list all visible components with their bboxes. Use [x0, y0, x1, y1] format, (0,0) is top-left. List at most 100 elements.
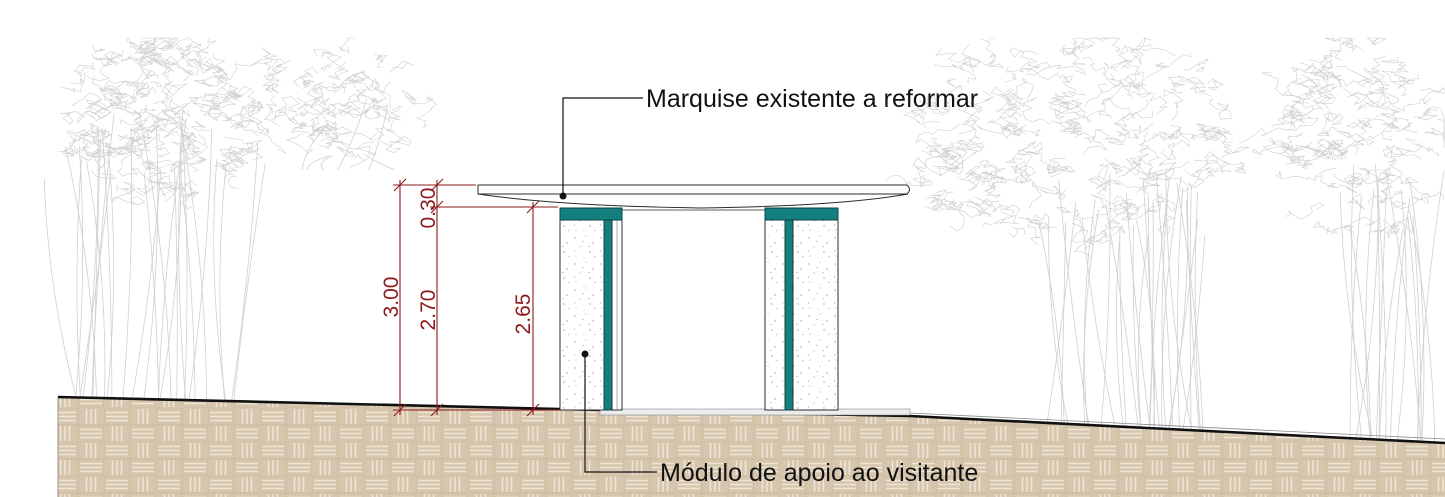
- tree-foliage-stroke: [1301, 74, 1319, 98]
- tree-foliage-stroke: [1060, 100, 1080, 109]
- tree-foliage-stroke: [1285, 202, 1325, 220]
- tree-foliage-stroke: [1102, 73, 1129, 101]
- tree-foliage-stroke: [1381, 112, 1418, 134]
- tree-trunk-stroke: [178, 117, 207, 401]
- tree-foliage-stroke: [338, 105, 380, 119]
- tree-foliage-stroke: [1055, 207, 1073, 213]
- tree-foliage-stroke: [1144, 52, 1191, 80]
- tree-foliage-stroke: [176, 155, 207, 166]
- tree-foliage-stroke: [183, 132, 197, 147]
- tree-foliage-stroke: [110, 92, 128, 108]
- tree-trunk-stroke: [1339, 192, 1375, 446]
- tree-foliage-stroke: [1374, 88, 1386, 108]
- tree-foliage-stroke: [218, 145, 238, 168]
- tree-foliage-stroke: [1381, 114, 1399, 141]
- tree-foliage-stroke: [220, 146, 244, 173]
- tree-foliage-stroke: [910, 99, 946, 119]
- tree-foliage-stroke: [1304, 141, 1333, 160]
- tree-foliage-stroke: [981, 215, 1019, 229]
- tree-trunk-stroke: [363, 153, 396, 171]
- tree-foliage-stroke: [1136, 99, 1153, 119]
- tree-foliage-stroke: [1315, 139, 1344, 156]
- tree-foliage-stroke: [313, 48, 342, 72]
- tree-foliage-stroke: [1130, 47, 1176, 66]
- tree-foliage-stroke: [1103, 61, 1124, 74]
- tree-foliage-stroke: [1062, 75, 1087, 97]
- canopy-leader: [562, 97, 643, 196]
- tree-foliage-stroke: [1116, 155, 1142, 178]
- tree-foliage-stroke: [1414, 105, 1445, 131]
- tree-foliage-stroke: [178, 95, 224, 111]
- tree-foliage-stroke: [311, 120, 341, 140]
- tree-foliage-stroke: [1221, 146, 1250, 159]
- tree-foliage-stroke: [1317, 142, 1359, 154]
- canopy-callout: Marquise existente a reformar: [646, 85, 978, 113]
- tree-foliage-stroke: [1289, 111, 1319, 132]
- tree-foliage-stroke: [1005, 96, 1022, 117]
- tree-foliage-stroke: [58, 135, 79, 156]
- tree-trunk-stroke: [301, 123, 330, 171]
- tree-foliage-stroke: [958, 109, 981, 152]
- canopy-underside: [477, 193, 909, 209]
- tree-foliage-stroke: [1332, 172, 1363, 189]
- tree-foliage-stroke: [991, 203, 1021, 217]
- tree-foliage-stroke: [1322, 102, 1344, 126]
- tree-foliage-stroke: [1143, 127, 1193, 143]
- tree-trunk-stroke: [159, 136, 182, 401]
- tree-trunk-stroke: [1351, 164, 1363, 446]
- dim-canopy-thickness: 0.30: [417, 188, 440, 229]
- tree-foliage-stroke: [969, 174, 983, 189]
- tree-foliage-stroke: [970, 197, 998, 214]
- tree-foliage-stroke: [148, 126, 175, 139]
- left-wall-column: [603, 219, 613, 411]
- tree-trunk-stroke: [1409, 181, 1425, 446]
- tree-trunk-stroke: [101, 127, 113, 401]
- tree-foliage-stroke: [1085, 37, 1120, 44]
- tree-foliage-stroke: [144, 42, 174, 52]
- tree-foliage-stroke: [1113, 195, 1131, 221]
- tree-trunk-stroke: [178, 163, 196, 401]
- tree-foliage-stroke: [164, 75, 188, 91]
- tree-foliage-stroke: [220, 61, 269, 81]
- background-trees: [43, 37, 1445, 446]
- canopy: [477, 184, 910, 209]
- tree-foliage-stroke: [1052, 92, 1073, 98]
- tree-foliage-stroke: [1073, 235, 1095, 257]
- tree-trunk-stroke: [1186, 200, 1200, 433]
- tree-foliage-stroke: [968, 172, 996, 191]
- tree-foliage-stroke: [174, 106, 191, 118]
- tree-foliage-stroke: [964, 90, 994, 114]
- tree-foliage-stroke: [71, 92, 121, 110]
- tree-foliage-stroke: [1406, 138, 1440, 157]
- tree-foliage-stroke: [117, 129, 145, 143]
- tree-foliage-stroke: [1004, 72, 1017, 83]
- tree-foliage-stroke: [1051, 109, 1082, 124]
- tree-trunk-stroke: [1161, 176, 1182, 433]
- dim-tick: [430, 403, 444, 417]
- tree-foliage-stroke: [1252, 145, 1303, 155]
- tree-foliage-stroke: [1382, 119, 1409, 132]
- tree-foliage-stroke: [948, 199, 985, 211]
- tree-foliage-stroke: [974, 121, 1027, 134]
- tree-foliage-stroke: [1154, 193, 1175, 212]
- tree-foliage-stroke: [265, 73, 279, 93]
- tree-foliage-stroke: [966, 199, 994, 218]
- tree-foliage-stroke: [1099, 110, 1113, 119]
- tree-foliage-stroke: [1434, 128, 1445, 149]
- tree-trunk-stroke: [76, 158, 82, 401]
- tree-trunk-stroke: [79, 175, 111, 401]
- tree-foliage-stroke: [1060, 120, 1076, 132]
- dim-total-height: 3.00: [380, 277, 403, 318]
- tree-foliage-stroke: [1289, 110, 1313, 124]
- tree-foliage-stroke: [1358, 118, 1392, 142]
- tree-foliage-stroke: [914, 153, 957, 171]
- dim-tick: [430, 200, 444, 214]
- tree-foliage-stroke: [986, 111, 1012, 125]
- tree-foliage-stroke: [272, 96, 301, 126]
- tree-foliage-stroke: [1069, 119, 1083, 138]
- tree-foliage-stroke: [327, 104, 377, 119]
- tree-foliage-stroke: [73, 63, 95, 74]
- tree-foliage-stroke: [336, 146, 368, 170]
- tree-foliage-stroke: [1046, 160, 1056, 174]
